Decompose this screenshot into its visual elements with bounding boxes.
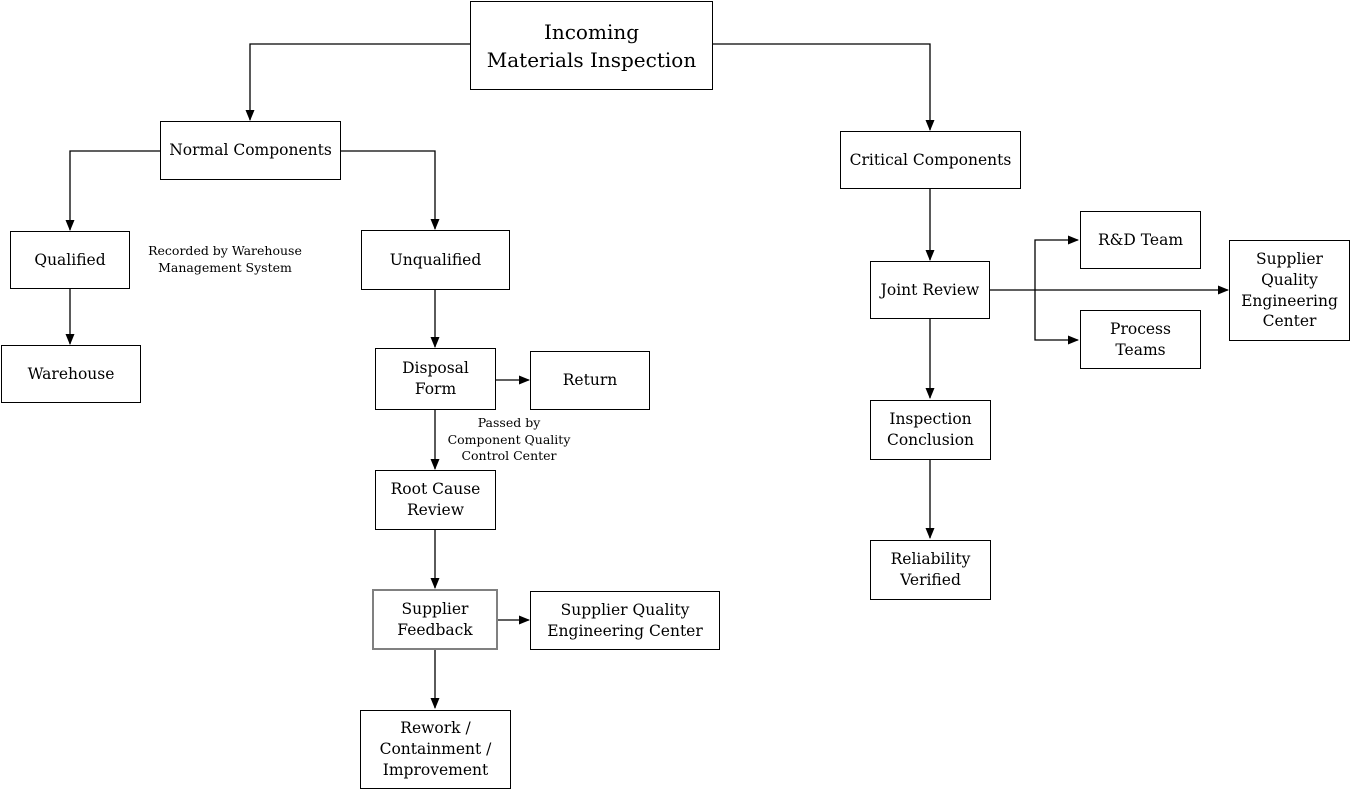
node-unqualified: Unqualified xyxy=(361,230,510,290)
edge-incoming-to-critical xyxy=(713,43,935,131)
node-supplier-quality-engineering-center-left: Supplier Quality Engineering Center xyxy=(530,591,720,650)
node-reliability-verified: Reliability Verified xyxy=(870,540,991,600)
node-supplier-feedback: Supplier Feedback xyxy=(372,589,498,650)
edge-incoming-to-normal xyxy=(245,43,470,121)
edge-jointreview-to-rdteam xyxy=(1034,235,1079,290)
node-return: Return xyxy=(530,351,650,410)
node-warehouse: Warehouse xyxy=(1,345,141,403)
node-rework-containment-improvement: Rework / Containment / Improvement xyxy=(360,710,511,789)
edge-jointreview-to-processteams xyxy=(1034,290,1079,345)
node-normal-components: Normal Components xyxy=(160,121,341,180)
node-joint-review: Joint Review xyxy=(870,261,990,319)
node-rd-team: R&D Team xyxy=(1080,211,1201,269)
node-disposal-form: Disposal Form xyxy=(375,348,496,410)
edge-normal-to-qualified xyxy=(65,150,160,231)
node-qualified: Qualified xyxy=(10,231,130,289)
node-inspection-conclusion: Inspection Conclusion xyxy=(870,400,991,460)
node-critical-components: Critical Components xyxy=(840,131,1021,189)
annotation-recorded-by-warehouse-management-system: Recorded by Warehouse Management System xyxy=(148,243,302,275)
node-incoming-materials-inspection: Incoming Materials Inspection xyxy=(470,1,713,90)
node-root-cause-review: Root Cause Review xyxy=(375,470,496,530)
edge-normal-to-unqualified xyxy=(341,150,440,230)
annotation-passed-by-component-quality-control-center: Passed by Component Quality Control Cent… xyxy=(447,415,571,463)
node-supplier-quality-engineering-center-right: Supplier Quality Engineering Center xyxy=(1229,240,1350,341)
node-process-teams: Process Teams xyxy=(1080,310,1201,369)
